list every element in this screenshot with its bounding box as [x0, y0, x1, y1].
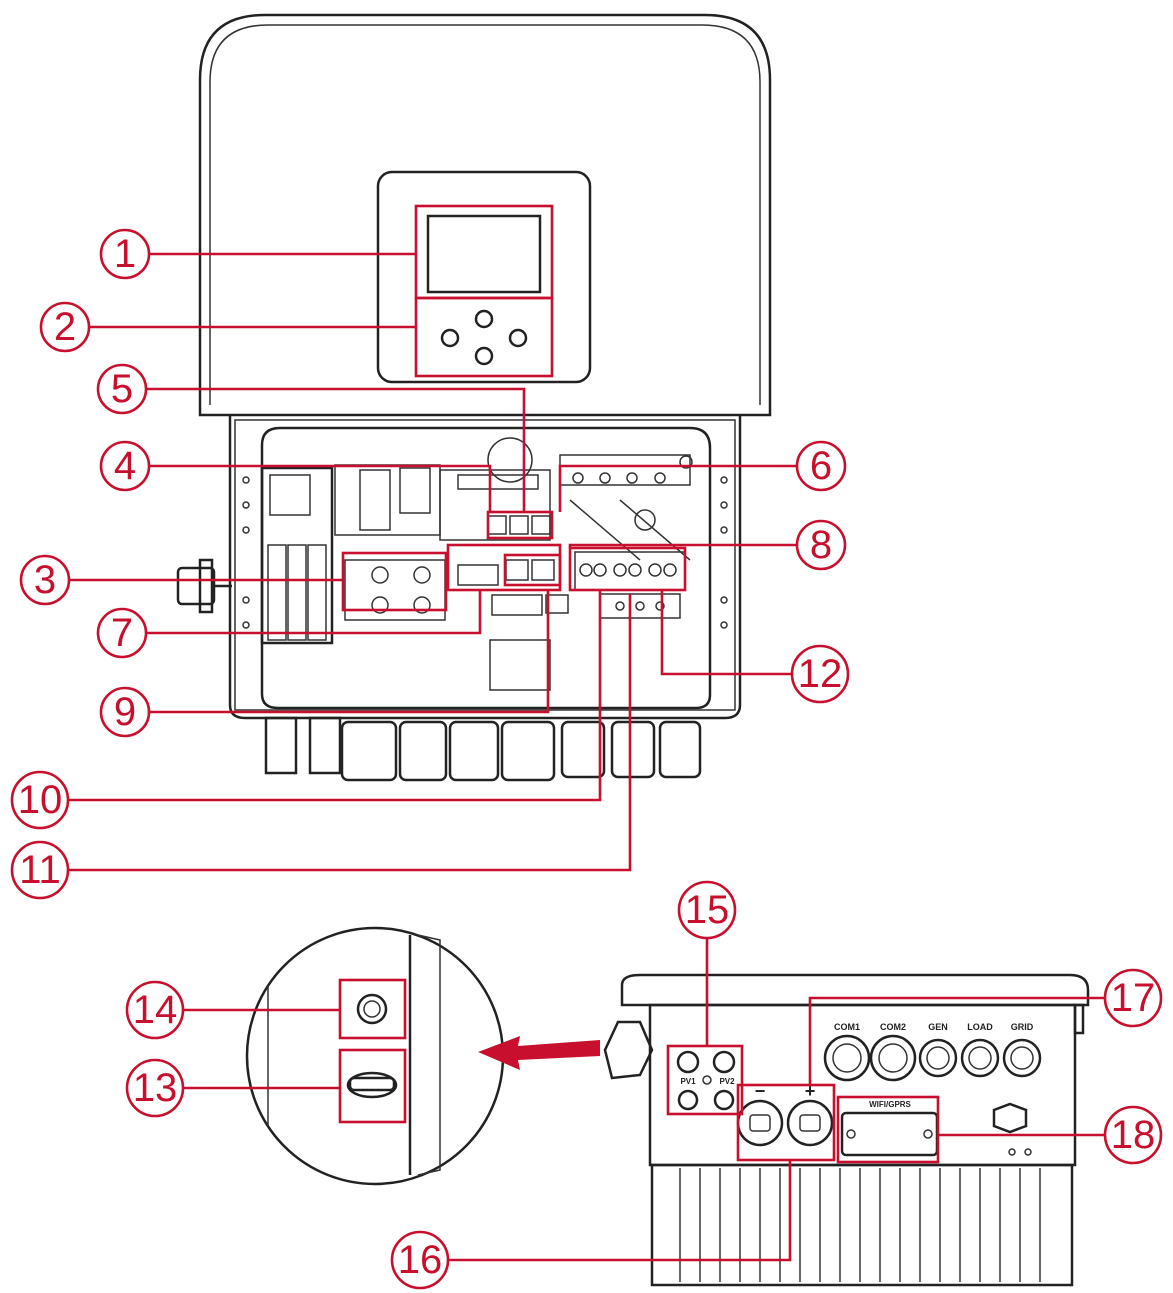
highlight-boxes-bottom: [666, 1044, 940, 1164]
breaker-block: [260, 464, 446, 645]
callout-13: 13: [125, 1058, 185, 1118]
svg-text:6: 6: [810, 444, 832, 488]
pv1-label: PV1: [680, 1077, 696, 1086]
callout-12: 12: [790, 644, 850, 704]
inverter-front-view: [176, 13, 772, 782]
port-label-grid: GRID: [1011, 1022, 1034, 1032]
svg-text:7: 7: [111, 611, 133, 655]
svg-text:16: 16: [398, 1238, 443, 1282]
port-label-gen: GEN: [928, 1022, 948, 1032]
inverter-bottom-view: COM1 COM2 GEN LOAD GRID PV1 PV2 − +: [603, 973, 1090, 1287]
pv2-label: PV2: [719, 1077, 735, 1086]
svg-text:13: 13: [133, 1066, 178, 1110]
svg-text:8: 8: [810, 523, 832, 567]
port-label-com2: COM2: [880, 1022, 906, 1032]
callout-17: 17: [1103, 968, 1163, 1028]
indicator-box: [338, 978, 407, 1040]
callout-15: 15: [677, 880, 737, 940]
callout-16: 16: [390, 1230, 450, 1290]
highlight-boxes-front: [341, 204, 687, 612]
wiring-compartment: [260, 426, 712, 710]
leader-lines-bottom: [448, 937, 1105, 1262]
switch-box: [338, 1048, 407, 1124]
wifi-plate-label: WIFI/GPRS: [869, 1100, 911, 1109]
svg-text:10: 10: [18, 778, 63, 822]
callout-6: 6: [795, 440, 847, 492]
zoom-arrow: [478, 1036, 600, 1070]
callout-3: 3: [19, 554, 71, 606]
front-body: [228, 415, 742, 720]
svg-text:3: 3: [34, 558, 56, 602]
port-label-load: LOAD: [967, 1022, 993, 1032]
svg-text:11: 11: [19, 848, 61, 892]
callout-11: 11: [10, 840, 70, 900]
svg-text:2: 2: [54, 305, 76, 349]
lcd-screen: [426, 214, 542, 294]
indicator-lamp: [356, 993, 388, 1025]
grounding-nut: [992, 1102, 1028, 1134]
svg-text:1: 1: [114, 232, 136, 276]
callout-9: 9: [99, 686, 151, 738]
callout-1: 1: [99, 228, 151, 280]
battery-plus-label: +: [805, 1081, 816, 1101]
zoom-detail: [182, 926, 600, 1186]
side-switch-knob: [603, 1020, 654, 1080]
svg-text:17: 17: [1111, 976, 1156, 1020]
mounting-holes: [242, 476, 728, 629]
dc-switch-detail: [346, 1071, 398, 1099]
cable-glands: [264, 716, 702, 782]
svg-text:15: 15: [685, 888, 730, 932]
callout-8: 8: [795, 519, 847, 571]
wifi-plate: [840, 1111, 939, 1157]
svg-text:18: 18: [1111, 1113, 1156, 1157]
control-buttons: [440, 309, 528, 366]
callout-2: 2: [39, 301, 91, 353]
svg-text:12: 12: [798, 652, 843, 696]
display-bezel: [376, 170, 592, 384]
pv-connectors: [676, 1050, 736, 1111]
callout-14: 14: [125, 980, 185, 1040]
battery-terminals: [736, 1099, 834, 1147]
callout-7: 7: [96, 607, 148, 659]
dc-switch-knob: [176, 558, 232, 614]
svg-text:4: 4: [114, 444, 136, 488]
front-cover: [198, 13, 772, 417]
callout-10: 10: [10, 770, 70, 830]
svg-text:9: 9: [114, 690, 136, 734]
callout-18: 18: [1103, 1105, 1163, 1165]
top-right-terminals: [487, 437, 693, 561]
leader-lines-front: [68, 252, 798, 872]
heatsink: [650, 1163, 1074, 1287]
svg-text:5: 5: [111, 367, 133, 411]
callout-5: 5: [96, 363, 148, 415]
callout-4: 4: [99, 440, 151, 492]
gland-ports: [823, 1034, 1042, 1082]
svg-text:14: 14: [133, 988, 178, 1032]
communication-board: [439, 469, 569, 691]
battery-minus-label: −: [755, 1081, 766, 1101]
port-label-com1: COM1: [834, 1022, 860, 1032]
